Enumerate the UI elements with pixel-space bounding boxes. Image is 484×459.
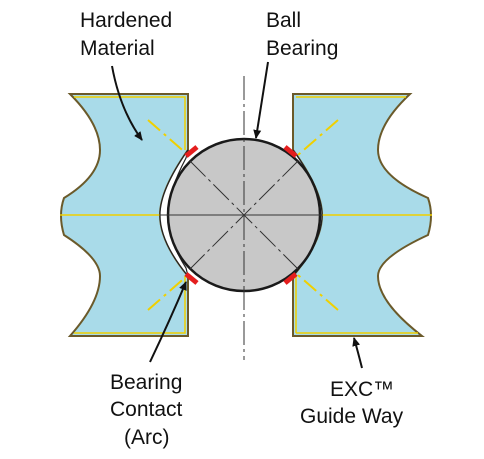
- ball-bearing-label-line1: Ball: [266, 9, 301, 32]
- contact-arc-upper-right: [283, 145, 298, 158]
- guide-way-arrow: [352, 337, 363, 369]
- bearing-contact-label-line2: Contact: [110, 398, 183, 421]
- contact-line-lower-right: [289, 267, 339, 311]
- bearing-contact-label-line1: Bearing: [110, 371, 182, 394]
- guide-way-label-line1: EXC™: [330, 378, 394, 401]
- hardened-material-label-line2: Material: [80, 37, 155, 60]
- hardened-material-label-line1: Hardened: [80, 9, 172, 32]
- bearing-contact-label-line3: (Arc): [124, 426, 170, 449]
- left-hardened-layer: [74, 96, 186, 334]
- contact-arc-lower-left: [184, 272, 199, 285]
- contact-arc-lower-right: [283, 272, 298, 285]
- hardened-material-arrow: [111, 65, 143, 141]
- ball-bearing-label-line2: Bearing: [266, 37, 338, 60]
- contact-arc-upper-left: [184, 145, 199, 158]
- ball-bearing-arrow: [253, 61, 269, 139]
- contact-line-upper-right: [289, 119, 339, 163]
- guide-way-label-line2: Guide Way: [300, 405, 404, 428]
- bearing-contact-arrow: [149, 281, 187, 363]
- right-hardened-layer: [295, 96, 418, 334]
- contact-line-upper-left: [147, 119, 197, 163]
- contact-line-lower-left: [147, 267, 197, 311]
